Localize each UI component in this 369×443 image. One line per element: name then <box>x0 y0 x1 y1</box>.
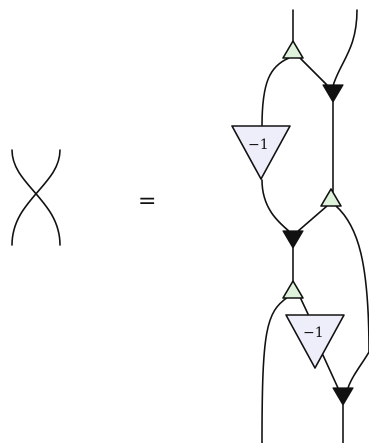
unit-node-middle <box>320 188 342 207</box>
counit-node-bottom <box>332 387 354 406</box>
inverse-label-bottom: −1 <box>303 325 324 341</box>
wire-unit1-to-inverse <box>261 57 290 127</box>
inverse-label-top: −1 <box>248 137 269 153</box>
unit-node-bottom <box>282 280 304 299</box>
wire-right-branch-to-counit3 <box>347 351 369 389</box>
crossing-strand-over <box>11 149 61 246</box>
crossing-strand-under <box>11 149 61 246</box>
wire-unit3-to-inverse2 <box>299 296 309 315</box>
wire-inverse-to-counit2 <box>261 179 291 233</box>
wire-unit3-left-branch <box>261 296 289 443</box>
inverse-box-bottom: −1 <box>285 314 345 369</box>
inverse-box-top: −1 <box>231 125 291 180</box>
braid-crossing <box>11 149 61 246</box>
counit-node-top <box>322 84 344 103</box>
wire-top-right-input <box>332 9 358 87</box>
counit-node-middle <box>282 230 304 249</box>
wire-unit2-to-counit2 <box>296 205 328 233</box>
wire-unit2-right-branch <box>335 205 369 353</box>
wire-unit1-to-counit1 <box>299 57 329 87</box>
decomposition-diagram: −1 −1 <box>231 9 369 443</box>
unit-node-top <box>282 40 304 59</box>
wire-inverse2-to-counit3 <box>321 352 339 389</box>
equals-sign: = <box>138 189 156 214</box>
